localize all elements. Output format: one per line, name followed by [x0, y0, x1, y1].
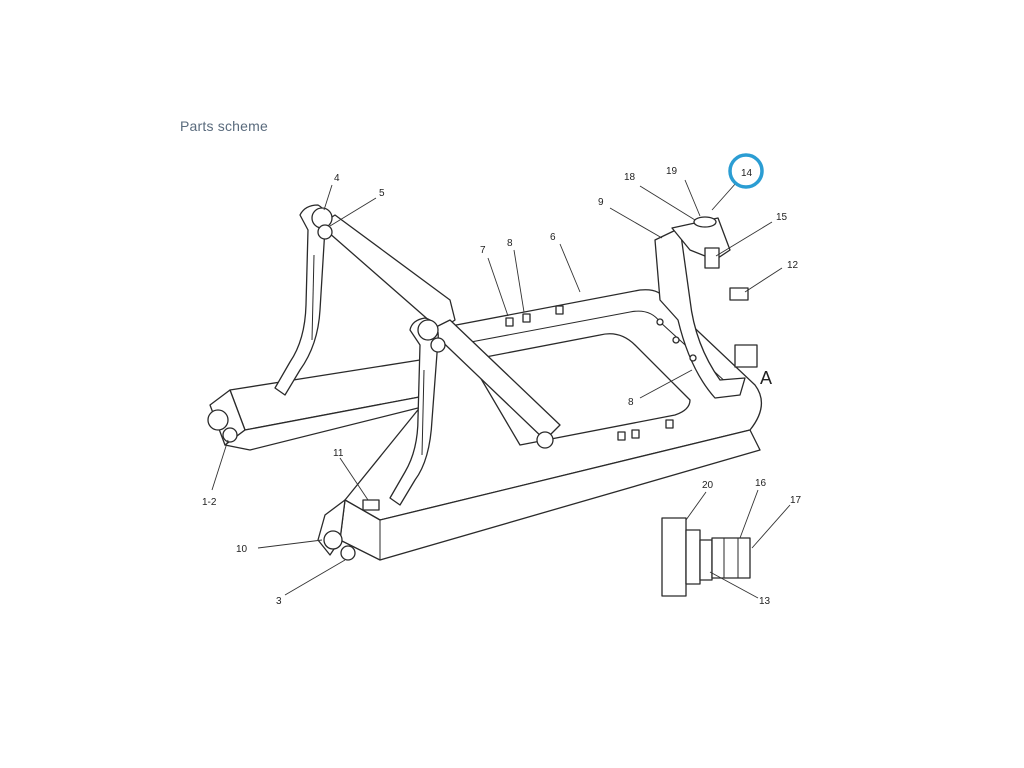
callout-18: 18	[624, 172, 636, 183]
rear-end-pin	[222, 427, 238, 443]
frame-assembly	[207, 204, 762, 561]
upright-bracket	[654, 227, 746, 399]
hole	[656, 318, 664, 326]
front-lift-arm	[389, 317, 439, 506]
rear-end-bracket	[207, 409, 229, 431]
stud	[505, 317, 514, 327]
stud	[631, 429, 640, 439]
highlight-ring-14	[728, 153, 764, 189]
rear-arm-pin	[317, 224, 333, 240]
callout-16: 16	[755, 478, 767, 489]
rear-arm-slot	[311, 254, 315, 341]
front-end-bracket	[323, 530, 343, 550]
stud	[617, 431, 626, 441]
front-end-pin	[340, 545, 356, 561]
callout-12: 12	[787, 260, 799, 271]
washer	[685, 529, 701, 585]
inset-detail	[661, 517, 751, 597]
hole	[672, 336, 680, 344]
upper-link-plate	[319, 214, 456, 331]
callout-4: 4	[334, 173, 340, 184]
callout-13: 13	[759, 596, 771, 607]
hole	[689, 354, 697, 362]
bolt-head-16	[711, 537, 751, 579]
callout-10: 10	[236, 544, 248, 555]
callout-17: 17	[790, 495, 802, 506]
callout-9: 9	[598, 197, 604, 208]
top-nut	[693, 216, 717, 228]
callout-14: 14	[741, 168, 753, 179]
callout-15: 15	[776, 212, 788, 223]
stud	[522, 313, 531, 323]
callout-labels: 4 5 7 8 6 9 18 19 14 15 12 A 8 1-2 11 10…	[202, 166, 802, 607]
callout-5: 5	[379, 188, 385, 199]
diagram-caption: Parts scheme	[180, 118, 268, 134]
callout-19: 19	[666, 166, 678, 177]
callout-20: 20	[702, 480, 714, 491]
bushing-13	[699, 539, 713, 581]
callout-8-bottom: 8	[628, 397, 634, 408]
callout-3: 3	[276, 596, 282, 607]
side-boss	[729, 287, 749, 301]
stud	[555, 305, 564, 315]
stud	[665, 419, 674, 429]
lower-link-plate	[429, 319, 561, 441]
mounting-plate-20	[661, 517, 687, 597]
bracket-pin	[704, 247, 720, 269]
link-pin	[536, 431, 554, 449]
plate-11	[362, 499, 380, 511]
view-label-A: A	[760, 368, 772, 388]
callout-7: 7	[480, 245, 486, 256]
front-arm-pin	[430, 337, 446, 353]
leader-lines	[211, 179, 791, 599]
front-arm-pivot	[417, 319, 439, 341]
callout-6: 6	[550, 232, 556, 243]
callout-8-top: 8	[507, 238, 513, 249]
callout-11: 11	[333, 448, 344, 459]
front-arm-slot	[421, 369, 425, 456]
side-block	[734, 344, 758, 368]
callout-1-2: 1-2	[202, 497, 217, 508]
rear-lift-arm	[274, 204, 328, 396]
